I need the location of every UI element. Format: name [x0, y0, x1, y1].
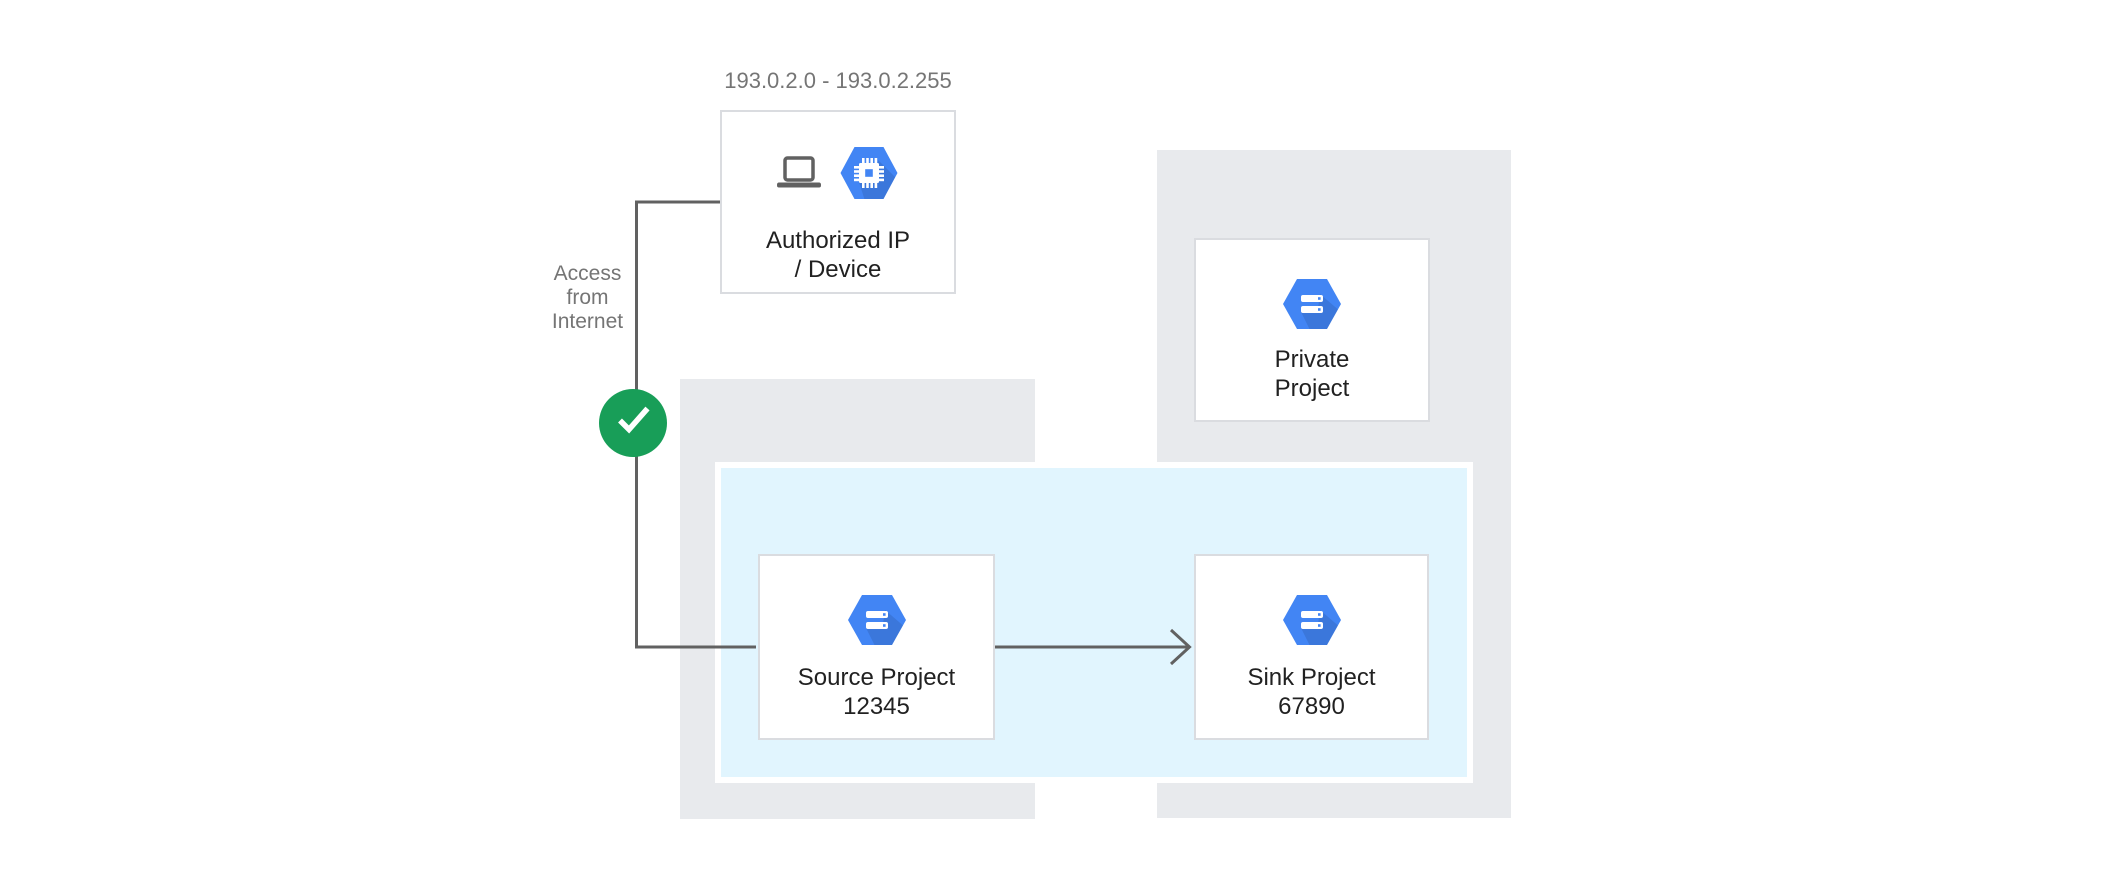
- source-project-box: Source Project 12345: [758, 554, 995, 740]
- project-icon: [1282, 278, 1342, 330]
- private-project-label: Private Project: [1274, 346, 1350, 402]
- laptop-icon: [777, 155, 821, 195]
- sink-project-label: Sink Project 67890: [1247, 664, 1376, 720]
- private-project-box: Private Project: [1194, 238, 1430, 422]
- authorized-icons-row: [777, 144, 899, 206]
- source-project-label: Source Project 12345: [797, 664, 956, 720]
- ip-range-label: 193.0.2.0 - 193.0.2.255: [724, 68, 952, 93]
- authorized-ip-device-label: Authorized IP / Device: [765, 227, 911, 283]
- access-from-internet-label: Access from Internet: [551, 262, 624, 333]
- compute-engine-icon: [839, 145, 899, 206]
- project-icon: [1282, 594, 1342, 646]
- access-allowed-badge: [599, 389, 667, 457]
- check-icon: [612, 404, 654, 442]
- project-icon: [847, 594, 907, 646]
- sink-project-box: Sink Project 67890: [1194, 554, 1429, 740]
- authorized-ip-device-box: Authorized IP / Device: [720, 110, 956, 294]
